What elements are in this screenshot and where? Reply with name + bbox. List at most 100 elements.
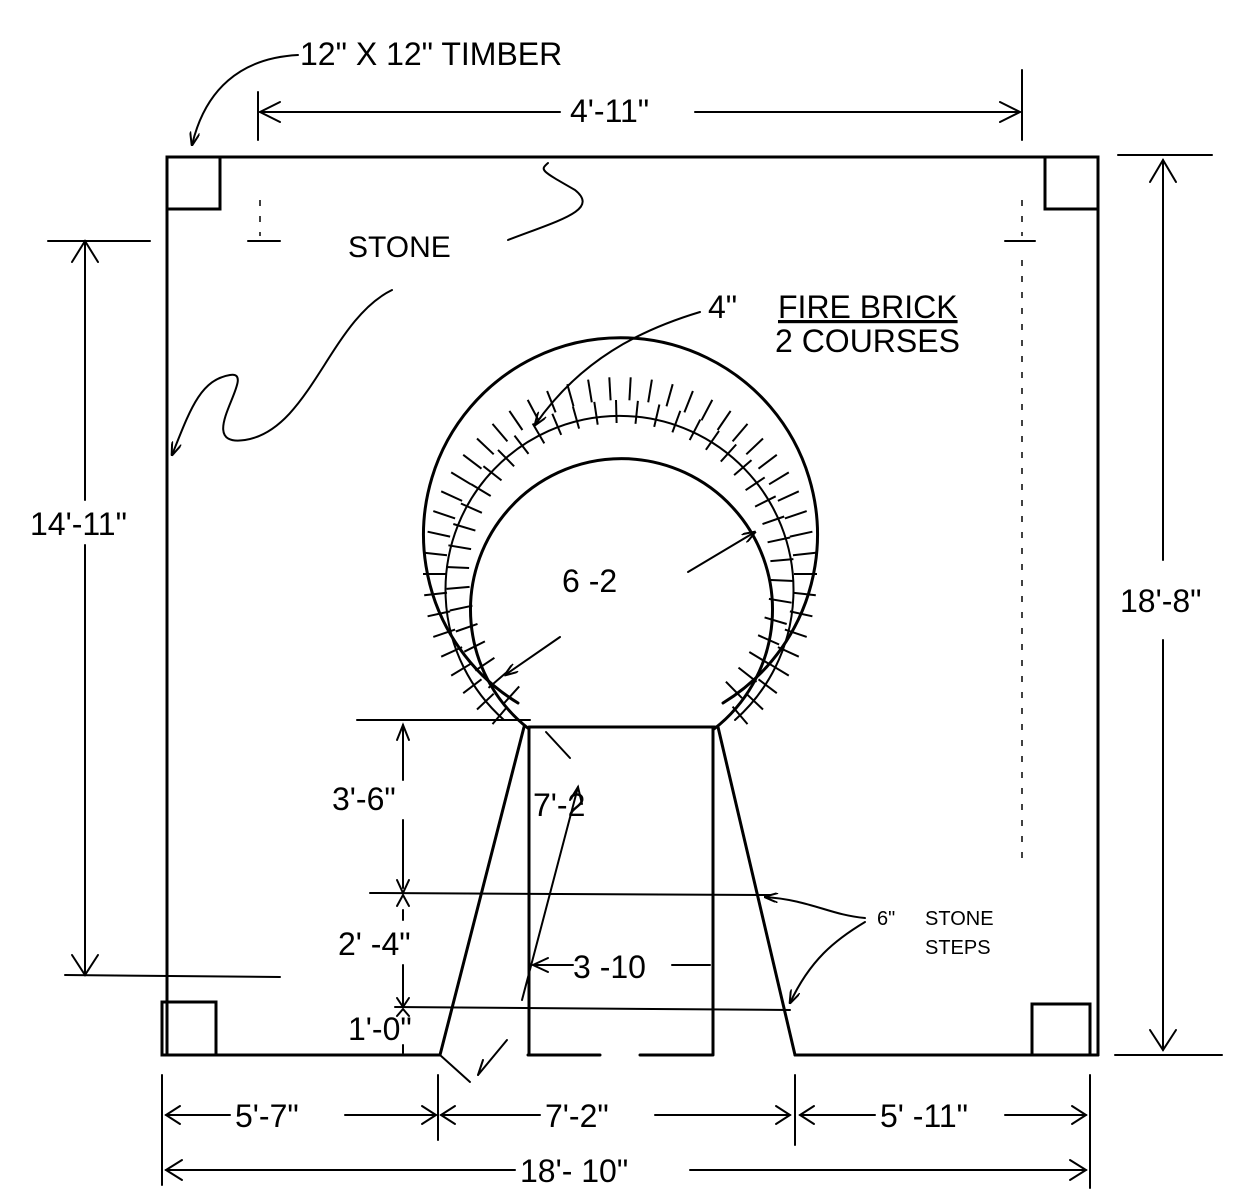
construction-lines <box>247 200 1036 860</box>
fire-brick-line2: 2 COURSES <box>775 323 960 359</box>
brick-joint <box>551 413 563 436</box>
brick-joint <box>731 423 749 443</box>
stone-step-lines <box>369 892 791 1011</box>
brick-joint <box>762 515 785 526</box>
brick-joint <box>789 610 813 618</box>
brick-joint <box>440 646 463 658</box>
brick-joint <box>446 585 470 590</box>
dim-door-width <box>530 957 711 973</box>
brick-joint <box>474 656 495 672</box>
brick-joint <box>777 646 800 658</box>
dim-ramp-length <box>477 731 583 1076</box>
brick-joint <box>463 640 486 653</box>
kiln-brick-ring <box>422 336 819 731</box>
brick-joint <box>764 616 787 625</box>
brick-joint <box>757 678 778 694</box>
fire-brick-line1: FIRE BRICK <box>778 289 958 325</box>
brick-joint <box>725 680 743 699</box>
brick-joint <box>526 399 540 421</box>
dim-right-height <box>1114 154 1223 1056</box>
brick-joint <box>455 622 478 633</box>
brick-joint <box>427 610 451 618</box>
brick-joint <box>487 672 507 689</box>
brick-joint <box>448 544 472 551</box>
brick-joint <box>777 490 800 502</box>
stone-steps-line1: STONE <box>925 908 994 930</box>
timber-bottom-left <box>160 1000 218 1057</box>
brick-joint <box>700 399 714 421</box>
brick-joint <box>460 502 483 514</box>
brick-joint <box>432 510 456 520</box>
brick-joint <box>450 662 472 677</box>
brick-joint <box>432 628 456 638</box>
brick-joint <box>476 437 495 456</box>
brick-joints <box>423 377 817 725</box>
brick-joint <box>745 437 764 456</box>
brick-joint <box>767 536 791 544</box>
brick-joint <box>593 401 599 425</box>
dim-bottom <box>161 1074 1091 1189</box>
brick-joint <box>789 530 813 538</box>
stone-steps-thickness: 6" <box>877 908 895 930</box>
brick-joint <box>757 634 780 646</box>
brick-joint <box>462 678 483 694</box>
brick-joint <box>784 510 808 520</box>
brick-joint <box>647 379 653 403</box>
stone-steps-line2: STEPS <box>925 937 991 959</box>
kiln-radius-dim: 6 -2 <box>562 563 617 599</box>
brick-joint <box>688 419 702 441</box>
brick-joint <box>733 459 753 476</box>
brick-joint <box>566 383 575 407</box>
brick-joint <box>497 449 515 468</box>
brick-joint <box>634 400 639 424</box>
brick-joint <box>768 662 790 677</box>
overall-width-dim: 18'- 10" <box>520 1153 628 1189</box>
step-middle-dim: 2' -4" <box>338 926 411 962</box>
brick-joint <box>731 705 749 725</box>
corner-timbers <box>160 155 1100 1057</box>
bottom-middle-dim: 7'-2" <box>545 1098 609 1134</box>
brick-joint <box>768 471 790 486</box>
brick-joint <box>482 465 503 482</box>
brick-joint <box>470 483 492 497</box>
brick-joint <box>745 692 764 711</box>
brick-joint <box>754 495 777 508</box>
timber-top-left <box>165 155 222 211</box>
timber-bottom-right <box>1030 1002 1092 1057</box>
text-labels: 12" X 12" TIMBER 4'-11" STONE 4" FIRE BR… <box>30 36 1202 1189</box>
dim-left-height <box>47 239 281 978</box>
brick-joint <box>665 383 674 407</box>
brick-joint <box>491 705 509 725</box>
left-height-dim: 14'-11" <box>30 506 127 542</box>
timber-label: 12" X 12" TIMBER <box>300 36 562 72</box>
brick-joint <box>424 591 448 597</box>
dim-step-heights <box>356 719 531 1054</box>
brick-joint <box>587 379 593 403</box>
brick-joint <box>449 604 473 612</box>
brick-joint <box>737 666 758 683</box>
brick-joint <box>508 410 524 431</box>
ramp-length-dim: 7'-2 <box>533 787 585 823</box>
top-span-dim: 4'-11" <box>570 93 649 129</box>
brick-joint <box>453 523 476 532</box>
timber-top-right <box>1043 155 1100 211</box>
bottom-right-dim: 5' -11" <box>880 1098 968 1134</box>
brick-joint <box>770 558 794 563</box>
brick-joint <box>770 579 794 582</box>
brick-joint <box>705 430 720 451</box>
brick-joint <box>450 471 472 486</box>
brick-joint <box>476 692 495 711</box>
brick-joint <box>716 410 732 431</box>
brick-joint <box>491 423 509 443</box>
brick-joint <box>768 597 792 604</box>
kiln-doorway <box>438 725 797 1083</box>
brick-joint <box>792 551 816 557</box>
brick-joint <box>720 443 737 463</box>
door-width-dim: 3 -10 <box>573 949 646 985</box>
brick-joint <box>427 530 451 538</box>
brick-joint <box>792 591 816 597</box>
stone-label: STONE <box>348 231 451 264</box>
brick-joint <box>757 454 778 470</box>
right-height-dim: 18'-8" <box>1120 583 1202 619</box>
brick-joint <box>615 399 618 424</box>
